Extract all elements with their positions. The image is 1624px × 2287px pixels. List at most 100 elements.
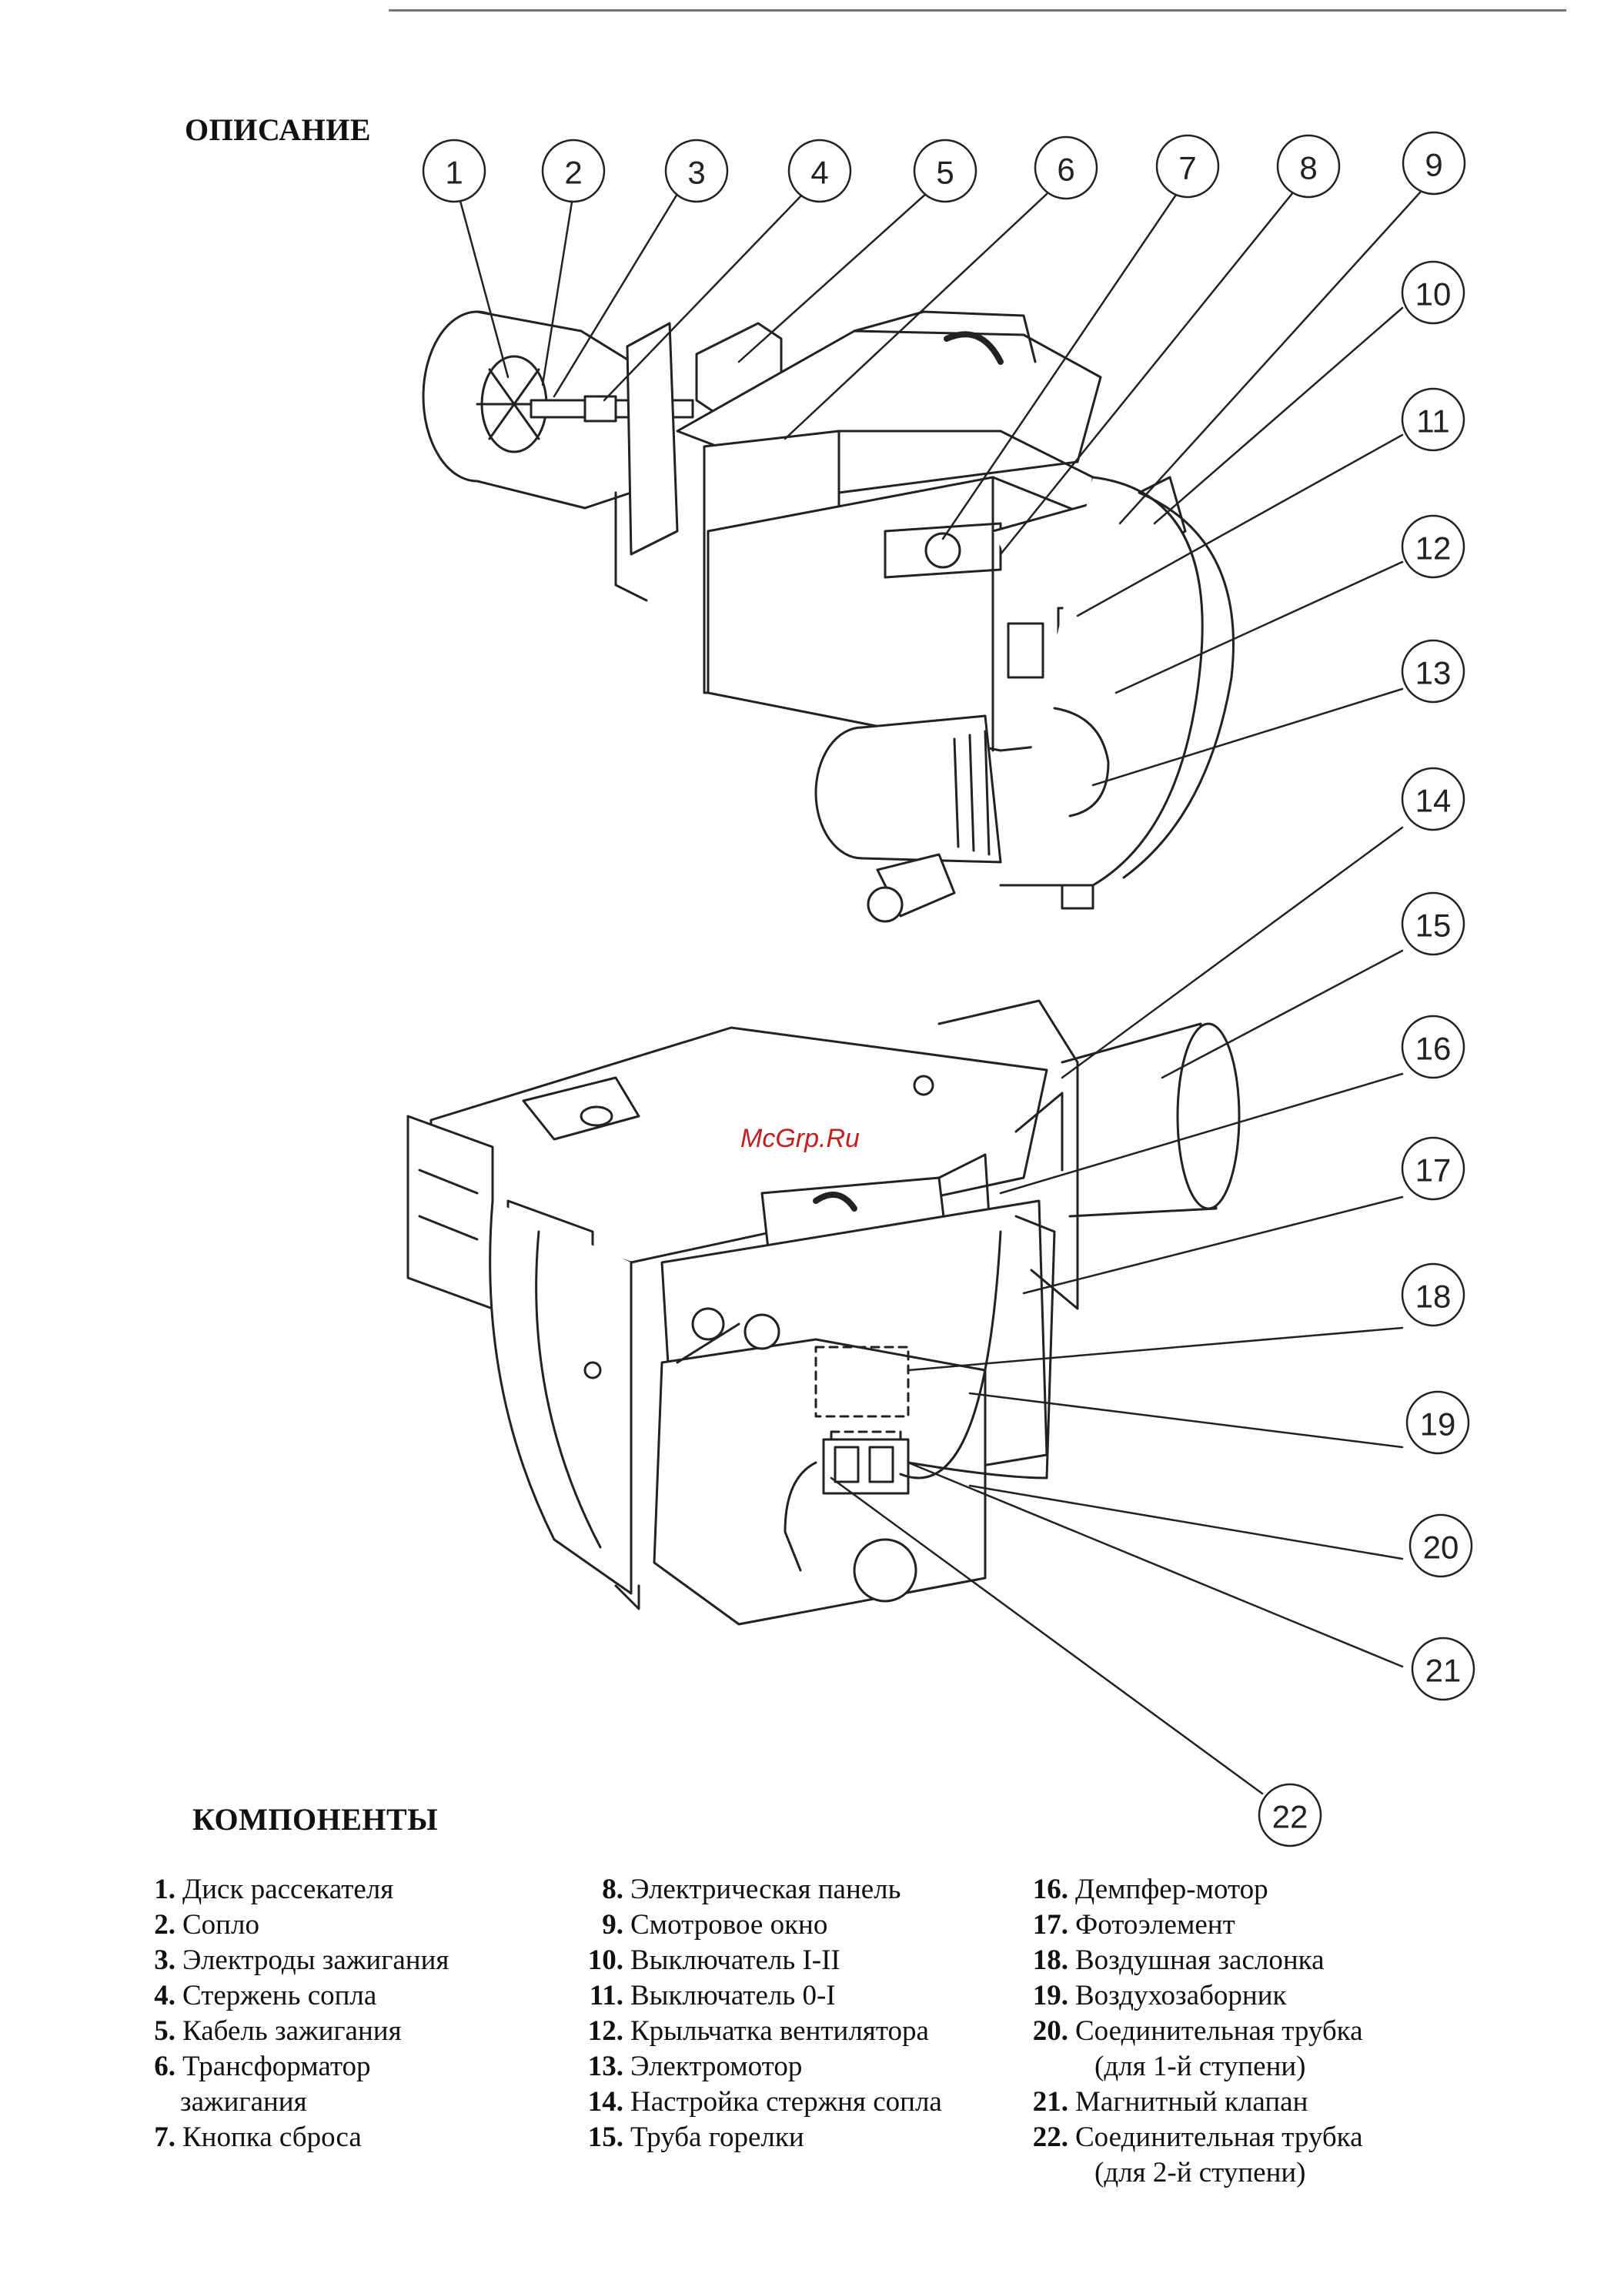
- callout-14: 14: [1415, 783, 1452, 819]
- callout-7: 7: [1178, 150, 1196, 186]
- component-item: 1.Диск рассекателя: [145, 1872, 449, 1908]
- component-name: Электромотор: [630, 2051, 803, 2082]
- callout-4: 4: [810, 155, 828, 191]
- component-item: 18.Воздушная заслонка: [1024, 1943, 1363, 1978]
- burner-bottom-view: [406, 999, 1241, 1626]
- component-name: Электрическая панель: [630, 1874, 901, 1905]
- leader-lines: [456, 191, 1422, 1795]
- component-number: 12.: [587, 2015, 623, 2047]
- component-item: 9.Смотровое окно: [571, 1908, 942, 1943]
- component-number: 1.: [154, 1874, 175, 1905]
- component-name: Фотоэлемент: [1075, 1909, 1235, 1941]
- component-name: Демпфер-мотор: [1075, 1874, 1268, 1905]
- component-item: 21.Магнитный клапан: [1024, 2085, 1363, 2120]
- component-item: 7.Кнопка сброса: [145, 2120, 449, 2155]
- component-number: 10.: [587, 1944, 623, 1976]
- callout-16: 16: [1415, 1031, 1452, 1067]
- callout-2: 2: [564, 155, 582, 191]
- component-name: Сопло: [182, 1909, 259, 1941]
- component-name: Выключатель 0-I: [630, 1980, 836, 2011]
- component-name: Воздушная заслонка: [1075, 1944, 1325, 1976]
- component-number: 21.: [1032, 2086, 1068, 2118]
- callout-17: 17: [1415, 1152, 1452, 1189]
- component-number: 19.: [1032, 1980, 1068, 2011]
- component-number: 7.: [154, 2121, 175, 2153]
- component-number: 9.: [602, 1909, 623, 1941]
- top-rule: [389, 9, 1566, 12]
- component-number: 4.: [154, 1980, 175, 2011]
- burner-diagram: 1 2 3 4 5 6 7 8 9 10 11 12 13 14 15 16 1…: [406, 131, 1475, 1847]
- callout-6: 6: [1057, 152, 1074, 188]
- component-number: 20.: [1032, 2015, 1068, 2047]
- component-item: 4.Стержень сопла: [145, 1978, 449, 2014]
- callout-21: 21: [1425, 1653, 1462, 1689]
- component-name: Соединительная трубка: [1075, 2121, 1363, 2153]
- component-number: 16.: [1032, 1874, 1068, 1905]
- component-number: 8.: [602, 1874, 623, 1905]
- component-name: Воздухозаборник: [1075, 1980, 1287, 2011]
- callout-12: 12: [1415, 530, 1452, 567]
- component-item: 22.Соединительная трубка (для 2-й ступени…: [1024, 2120, 1363, 2191]
- component-item: 6.Трансформатор зажигания: [145, 2049, 449, 2120]
- component-name-continuation: зажигания: [180, 2086, 307, 2118]
- component-number: 22.: [1032, 2121, 1068, 2153]
- component-item: 13.Электромотор: [571, 2049, 942, 2085]
- component-number: 3.: [154, 1944, 175, 1976]
- component-name: Кнопка сброса: [182, 2121, 362, 2153]
- component-item: 8.Электрическая панель: [571, 1872, 942, 1908]
- component-item: 3.Электроды зажигания: [145, 1943, 449, 1978]
- component-name: Трансформатор: [182, 2051, 371, 2082]
- component-name: Смотровое окно: [630, 1909, 828, 1941]
- component-number: 5.: [154, 2015, 175, 2047]
- component-item: 12.Крыльчатка вентилятора: [571, 2014, 942, 2049]
- component-item: 20.Соединительная трубка (для 1-й ступени…: [1024, 2014, 1363, 2085]
- section-title-description: ОПИСАНИЕ: [185, 112, 372, 147]
- component-name: Соединительная трубка: [1075, 2015, 1363, 2047]
- component-number: 13.: [587, 2051, 623, 2082]
- burner-top-view: [422, 310, 1235, 923]
- component-number: 11.: [589, 1980, 623, 2011]
- component-name: Кабель зажигания: [182, 2015, 402, 2047]
- component-name-continuation: (для 2-й ступени): [1094, 2157, 1306, 2188]
- callout-circles: [422, 131, 1475, 1847]
- watermark-text: McGrp.Ru: [740, 1124, 860, 1153]
- component-name: Крыльчатка вентилятора: [630, 2015, 929, 2047]
- callout-9: 9: [1425, 147, 1442, 183]
- component-number: 6.: [154, 2051, 175, 2082]
- callout-22: 22: [1272, 1799, 1308, 1835]
- component-item: 5.Кабель зажигания: [145, 2014, 449, 2049]
- component-item: 16.Демпфер-мотор: [1024, 1872, 1363, 1908]
- component-item: 19.Воздухозаборник: [1024, 1978, 1363, 2014]
- component-number: 15.: [587, 2121, 623, 2153]
- component-item: 11.Выключатель 0-I: [571, 1978, 942, 2014]
- callout-15: 15: [1415, 908, 1452, 944]
- section-title-components: КОМПОНЕНТЫ: [192, 1802, 438, 1837]
- component-item: 10.Выключатель I-II: [571, 1943, 942, 1978]
- callout-18: 18: [1415, 1279, 1452, 1315]
- component-name: Настройка стержня сопла: [630, 2086, 942, 2118]
- component-number: 17.: [1032, 1909, 1068, 1941]
- component-name: Магнитный клапан: [1075, 2086, 1308, 2118]
- component-name-continuation: (для 1-й ступени): [1094, 2051, 1306, 2082]
- callout-10: 10: [1415, 276, 1452, 313]
- callout-5: 5: [936, 155, 954, 191]
- component-name: Труба горелки: [630, 2121, 804, 2153]
- callout-8: 8: [1299, 150, 1317, 186]
- component-item: 14.Настройка стержня сопла: [571, 2085, 942, 2120]
- component-number: 18.: [1032, 1944, 1068, 1976]
- component-number: 2.: [154, 1909, 175, 1941]
- component-item: 17.Фотоэлемент: [1024, 1908, 1363, 1943]
- callout-11: 11: [1416, 403, 1450, 440]
- component-name: Диск рассекателя: [182, 1874, 394, 1905]
- component-item: 2.Сопло: [145, 1908, 449, 1943]
- component-name: Электроды зажигания: [182, 1944, 449, 1976]
- callout-1: 1: [445, 155, 463, 191]
- callout-3: 3: [687, 155, 705, 191]
- callout-19: 19: [1420, 1406, 1456, 1443]
- component-number: 14.: [587, 2086, 623, 2118]
- callout-13: 13: [1415, 655, 1452, 691]
- callout-20: 20: [1423, 1530, 1459, 1566]
